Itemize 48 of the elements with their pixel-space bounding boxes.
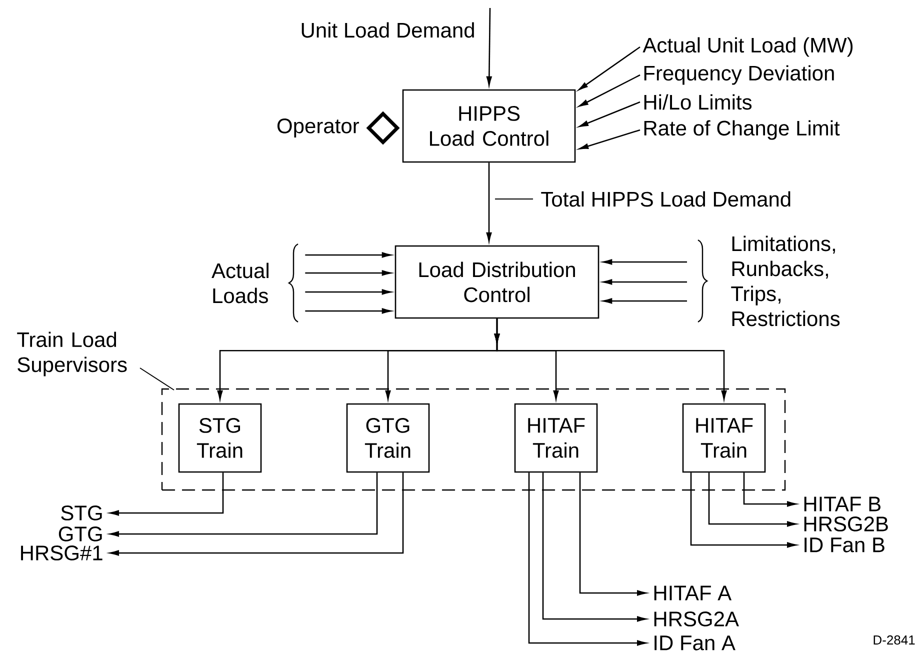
arrow	[743, 472, 796, 507]
output-label: HITAF A	[654, 586, 732, 600]
arrow	[690, 472, 796, 548]
arrow	[305, 270, 392, 276]
arrow	[542, 472, 646, 622]
process-box: HIPPS Load Control	[402, 89, 576, 163]
signal-label: Limitations, Runbacks, Trips, Restrictions	[731, 236, 840, 326]
arrow	[579, 472, 646, 596]
signal-label: Actual Loads	[212, 262, 268, 304]
output-label: HITAF B	[804, 496, 880, 512]
signal-label: Hi/Lo Limits	[644, 94, 752, 110]
arrow	[305, 308, 392, 314]
process-box: HITAF Train	[682, 403, 766, 473]
arrow	[602, 298, 687, 304]
output-label: STG	[61, 506, 102, 520]
process-box: HITAF Train	[514, 403, 598, 473]
output-label: GTG	[58, 526, 102, 542]
signal-label: Frequency Deviation	[644, 65, 834, 85]
arrow	[110, 472, 404, 556]
arrow	[305, 289, 392, 295]
symbol-label: Operator	[277, 118, 359, 138]
drawing-number: D-2841	[874, 635, 915, 645]
process-box: Load Distribution Control	[394, 245, 600, 319]
arrow	[494, 318, 727, 400]
output-label: HRSG#1	[21, 546, 102, 560]
process-box: STG Train	[178, 403, 262, 473]
process-box: GTG Train	[346, 403, 430, 473]
arrow	[578, 74, 640, 107]
output-label: ID Fan A	[654, 636, 736, 650]
signal-label: Rate of Change Limit	[644, 120, 840, 140]
arrow	[602, 279, 687, 285]
arrow	[486, 162, 492, 242]
arrow	[486, 8, 492, 86]
signal-label: Actual Unit Load (MW)	[642, 37, 853, 57]
edge-label: Unit Load Demand	[302, 22, 474, 38]
arrow	[602, 259, 687, 265]
arrow	[528, 472, 646, 646]
output-label: HRSG2B	[804, 516, 888, 532]
arrow	[578, 46, 640, 90]
edge-label: Total HIPPS Load Demand	[541, 191, 790, 207]
group-heading: Train Load Supervisors	[17, 332, 127, 376]
output-label: ID Fan B	[804, 538, 884, 552]
arrow	[578, 101, 640, 128]
arrow	[305, 252, 392, 258]
arrow	[110, 472, 378, 537]
arrow	[110, 472, 224, 516]
arrow	[708, 472, 796, 527]
output-label: HRSG2A	[654, 612, 739, 626]
